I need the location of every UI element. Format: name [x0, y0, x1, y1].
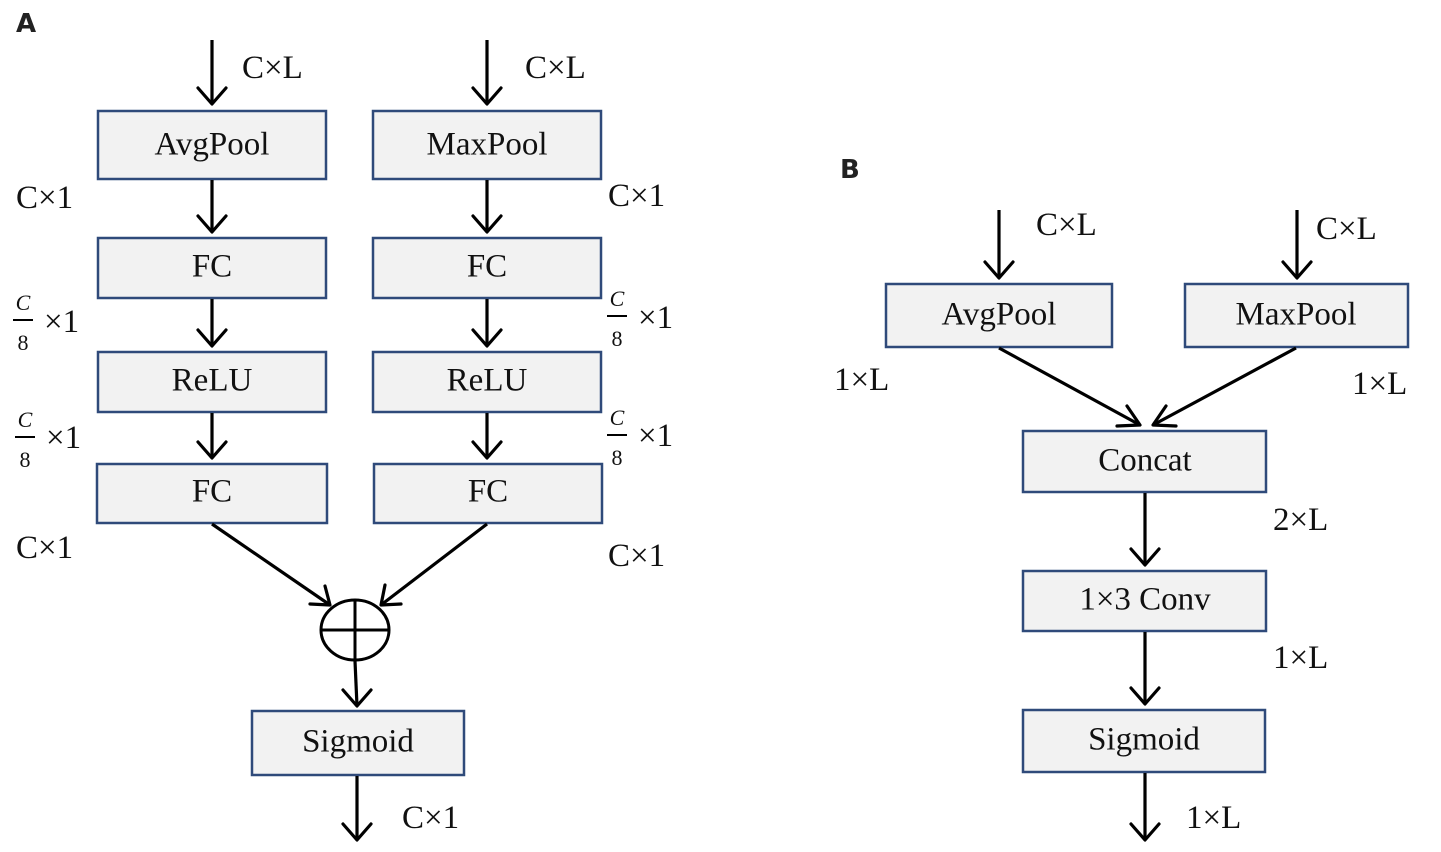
arrow-head	[196, 214, 228, 234]
panel-a-maxpool-label: MaxPool	[426, 127, 547, 163]
panel-a-left-fc1-box	[96, 236, 328, 300]
panel-b-maxpool-box	[1183, 282, 1410, 349]
arrow-head	[341, 822, 373, 842]
panel-b-label: B	[840, 155, 860, 185]
panel-b-conv-box	[1021, 569, 1268, 633]
panel-a-right-fc2-label: FC	[468, 474, 508, 510]
fraction-suffix: ×1	[46, 420, 81, 456]
arrow-head	[308, 584, 332, 607]
fraction-numerator: C	[610, 405, 625, 430]
panel-b-avgpool-label: AvgPool	[942, 297, 1057, 333]
arrow-head	[471, 328, 503, 348]
panel-a-right-input-dim: C×L	[525, 50, 586, 86]
panel-a-left-dim-fc1: C 8 ×1	[13, 290, 79, 355]
fraction-denominator: 8	[612, 445, 623, 470]
panel-a-left-fc2-box	[95, 462, 329, 525]
fraction-suffix: ×1	[638, 418, 673, 454]
panel-a-avgpool-label: AvgPool	[155, 127, 270, 163]
arrow-head	[379, 583, 403, 607]
fraction-numerator: C	[16, 290, 31, 315]
sum-icon	[319, 598, 391, 662]
arrow-head	[1129, 822, 1161, 842]
arrow-head	[1129, 547, 1161, 567]
panel-b-output-dim: 1×L	[1186, 800, 1241, 836]
panel-a-right-dim-fc2: C×1	[608, 538, 665, 574]
panel-a-sigmoid-box	[250, 709, 466, 777]
arrow-head	[983, 260, 1015, 280]
panel-a-sigmoid-label: Sigmoid	[302, 724, 414, 760]
panel-a-left-relu-label: ReLU	[172, 363, 253, 399]
panel-a-right-fc2-box	[372, 462, 604, 525]
fraction-suffix: ×1	[44, 304, 79, 340]
panel-a-right-relu-box	[371, 350, 603, 414]
panel-a-right-fc1-label: FC	[467, 249, 507, 285]
fraction-suffix: ×1	[638, 300, 673, 336]
panel-b-concat-out-dim: 2×L	[1273, 502, 1328, 538]
panel-b-conv-label: 1×3 Conv	[1079, 582, 1211, 618]
arrow-head	[341, 688, 373, 708]
panel-a-output-dim: C×1	[402, 800, 459, 836]
arrow-head	[1115, 404, 1142, 428]
arrow-head	[471, 86, 503, 106]
fraction-numerator: C	[18, 407, 33, 432]
panel-a-right-dim-relu: C 8 ×1	[607, 405, 673, 470]
panel-a-label: A	[16, 9, 36, 39]
panel-b-concat-box	[1021, 429, 1268, 494]
arrow-head	[1281, 260, 1313, 280]
panel-a-avgpool-box	[96, 109, 328, 181]
arrow-line	[380, 522, 488, 607]
panel-b: B C×L C×L AvgPool MaxPool 1×L 1×L Concat…	[834, 155, 1410, 842]
panel-a-maxpool-box	[371, 109, 603, 181]
panel-b-sigmoid-box	[1021, 708, 1267, 774]
arrow-head	[196, 328, 228, 348]
arrow-head	[471, 214, 503, 234]
arrow-line	[353, 660, 359, 707]
panel-a-left-relu-box	[96, 350, 328, 414]
arrow-line	[1152, 346, 1297, 427]
arrow-head	[196, 86, 228, 106]
panel-a-right-dim-fc1: C 8 ×1	[607, 286, 673, 351]
fraction-denominator: 8	[20, 447, 31, 472]
panel-b-right-input-dim: C×L	[1316, 211, 1377, 247]
panel-a-right-fc1-box	[371, 236, 603, 300]
panel-b-maxpool-out-dim: 1×L	[1352, 366, 1407, 402]
panel-a-left-dim-pool: C×1	[16, 180, 73, 216]
panel-a: A C×L C×L AvgPool MaxPool C×1 C×1 FC FC …	[13, 9, 673, 842]
panel-a-right-dim-pool: C×1	[608, 178, 665, 214]
panel-a-right-relu-label: ReLU	[447, 363, 528, 399]
fraction-denominator: 8	[612, 326, 623, 351]
panel-b-concat-label: Concat	[1098, 443, 1191, 479]
panel-b-left-input-dim: C×L	[1036, 207, 1097, 243]
arrow-head	[1151, 404, 1178, 428]
arrow-head	[196, 440, 228, 460]
fraction-denominator: 8	[18, 330, 29, 355]
arrow-head	[471, 440, 503, 460]
panel-a-left-fc1-label: FC	[192, 249, 232, 285]
panel-a-left-dim-relu: C 8 ×1	[15, 407, 81, 472]
panel-b-avgpool-out-dim: 1×L	[834, 362, 889, 398]
panel-a-left-dim-fc2: C×1	[16, 530, 73, 566]
panel-b-sigmoid-label: Sigmoid	[1088, 722, 1200, 758]
arrow-line	[998, 346, 1141, 427]
panel-a-left-input-dim: C×L	[242, 50, 303, 86]
panel-b-conv-out-dim: 1×L	[1273, 640, 1328, 676]
panel-b-avgpool-box	[884, 282, 1114, 349]
panel-b-maxpool-label: MaxPool	[1235, 297, 1356, 333]
arrow-line	[211, 522, 331, 607]
fraction-numerator: C	[610, 286, 625, 311]
arrow-head	[1129, 686, 1161, 706]
panel-a-left-fc2-label: FC	[192, 474, 232, 510]
